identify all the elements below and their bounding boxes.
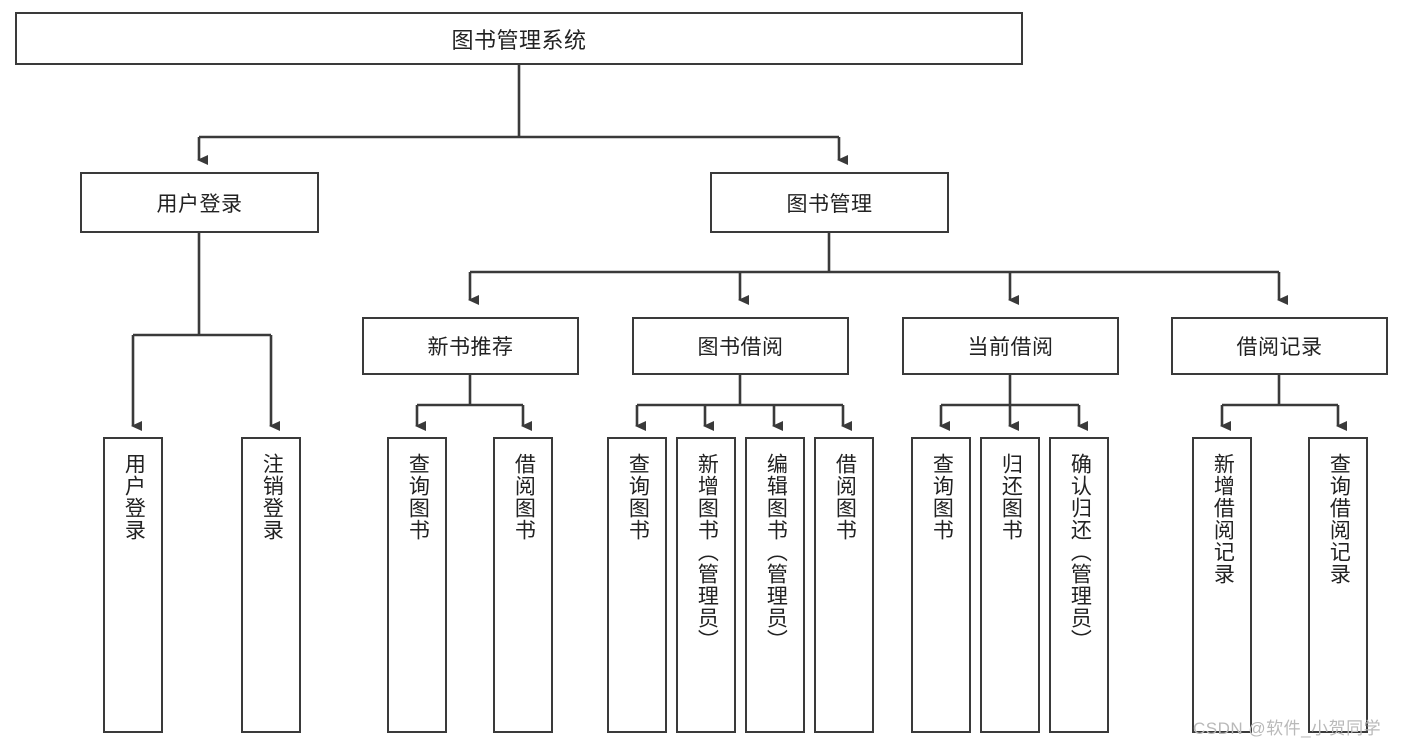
leaf-borrow-book[interactable]: 借阅图书 (814, 437, 874, 733)
node-borrow-record[interactable]: 借阅记录 (1171, 317, 1388, 375)
leaf-query-book-recommend[interactable]: 查询图书 (387, 437, 447, 733)
leaf-return-book[interactable]: 归还图书 (980, 437, 1040, 733)
node-user-login[interactable]: 用户登录 (80, 172, 319, 233)
leaf-label: 归还图书 (999, 453, 1023, 541)
node-book-borrow[interactable]: 图书借阅 (632, 317, 849, 375)
node-label: 借阅记录 (1236, 336, 1323, 359)
csdn-watermark: CSDN @软件_小贺同学 (1193, 714, 1381, 739)
leaf-add-borrow-record[interactable]: 新增借阅记录 (1192, 437, 1252, 733)
leaf-label: 借阅图书 (833, 453, 857, 541)
leaf-query-book-current[interactable]: 查询图书 (911, 437, 971, 733)
node-label: 图书管理 (786, 192, 873, 216)
leaf-label: 确认归还（管理员） (1068, 453, 1092, 651)
node-label: 图书管理系统 (451, 27, 587, 53)
leaf-add-book-admin[interactable]: 新增图书（管理员） (676, 437, 736, 733)
leaf-query-book-borrow[interactable]: 查询图书 (607, 437, 667, 733)
leaf-label: 查询图书 (930, 453, 954, 541)
node-current-borrow[interactable]: 当前借阅 (902, 317, 1119, 375)
node-root-system[interactable]: 图书管理系统 (15, 12, 1023, 65)
leaf-label: 用户登录 (122, 453, 146, 541)
leaf-label: 编辑图书（管理员） (764, 453, 788, 651)
node-book-management[interactable]: 图书管理 (710, 172, 949, 233)
leaf-label: 新增图书（管理员） (695, 453, 719, 651)
leaf-label: 新增借阅记录 (1211, 453, 1235, 585)
leaf-confirm-return-admin[interactable]: 确认归还（管理员） (1049, 437, 1109, 733)
leaf-label: 查询图书 (626, 453, 650, 541)
leaf-label: 查询图书 (406, 453, 430, 541)
node-new-book-recommend[interactable]: 新书推荐 (362, 317, 579, 375)
leaf-edit-book-admin[interactable]: 编辑图书（管理员） (745, 437, 805, 733)
node-label: 新书推荐 (427, 336, 514, 359)
leaf-label: 注销登录 (260, 453, 284, 541)
leaf-query-borrow-record[interactable]: 查询借阅记录 (1308, 437, 1368, 733)
leaf-user-login[interactable]: 用户登录 (103, 437, 163, 733)
watermark-text: CSDN @软件_小贺同学 (1193, 719, 1382, 738)
leaf-label: 借阅图书 (512, 453, 536, 541)
leaf-borrow-book-recommend[interactable]: 借阅图书 (493, 437, 553, 733)
leaf-label: 查询借阅记录 (1327, 453, 1351, 585)
node-label: 用户登录 (156, 192, 243, 216)
node-label: 图书借阅 (697, 336, 784, 359)
leaf-logout-login[interactable]: 注销登录 (241, 437, 301, 733)
node-label: 当前借阅 (967, 336, 1054, 359)
